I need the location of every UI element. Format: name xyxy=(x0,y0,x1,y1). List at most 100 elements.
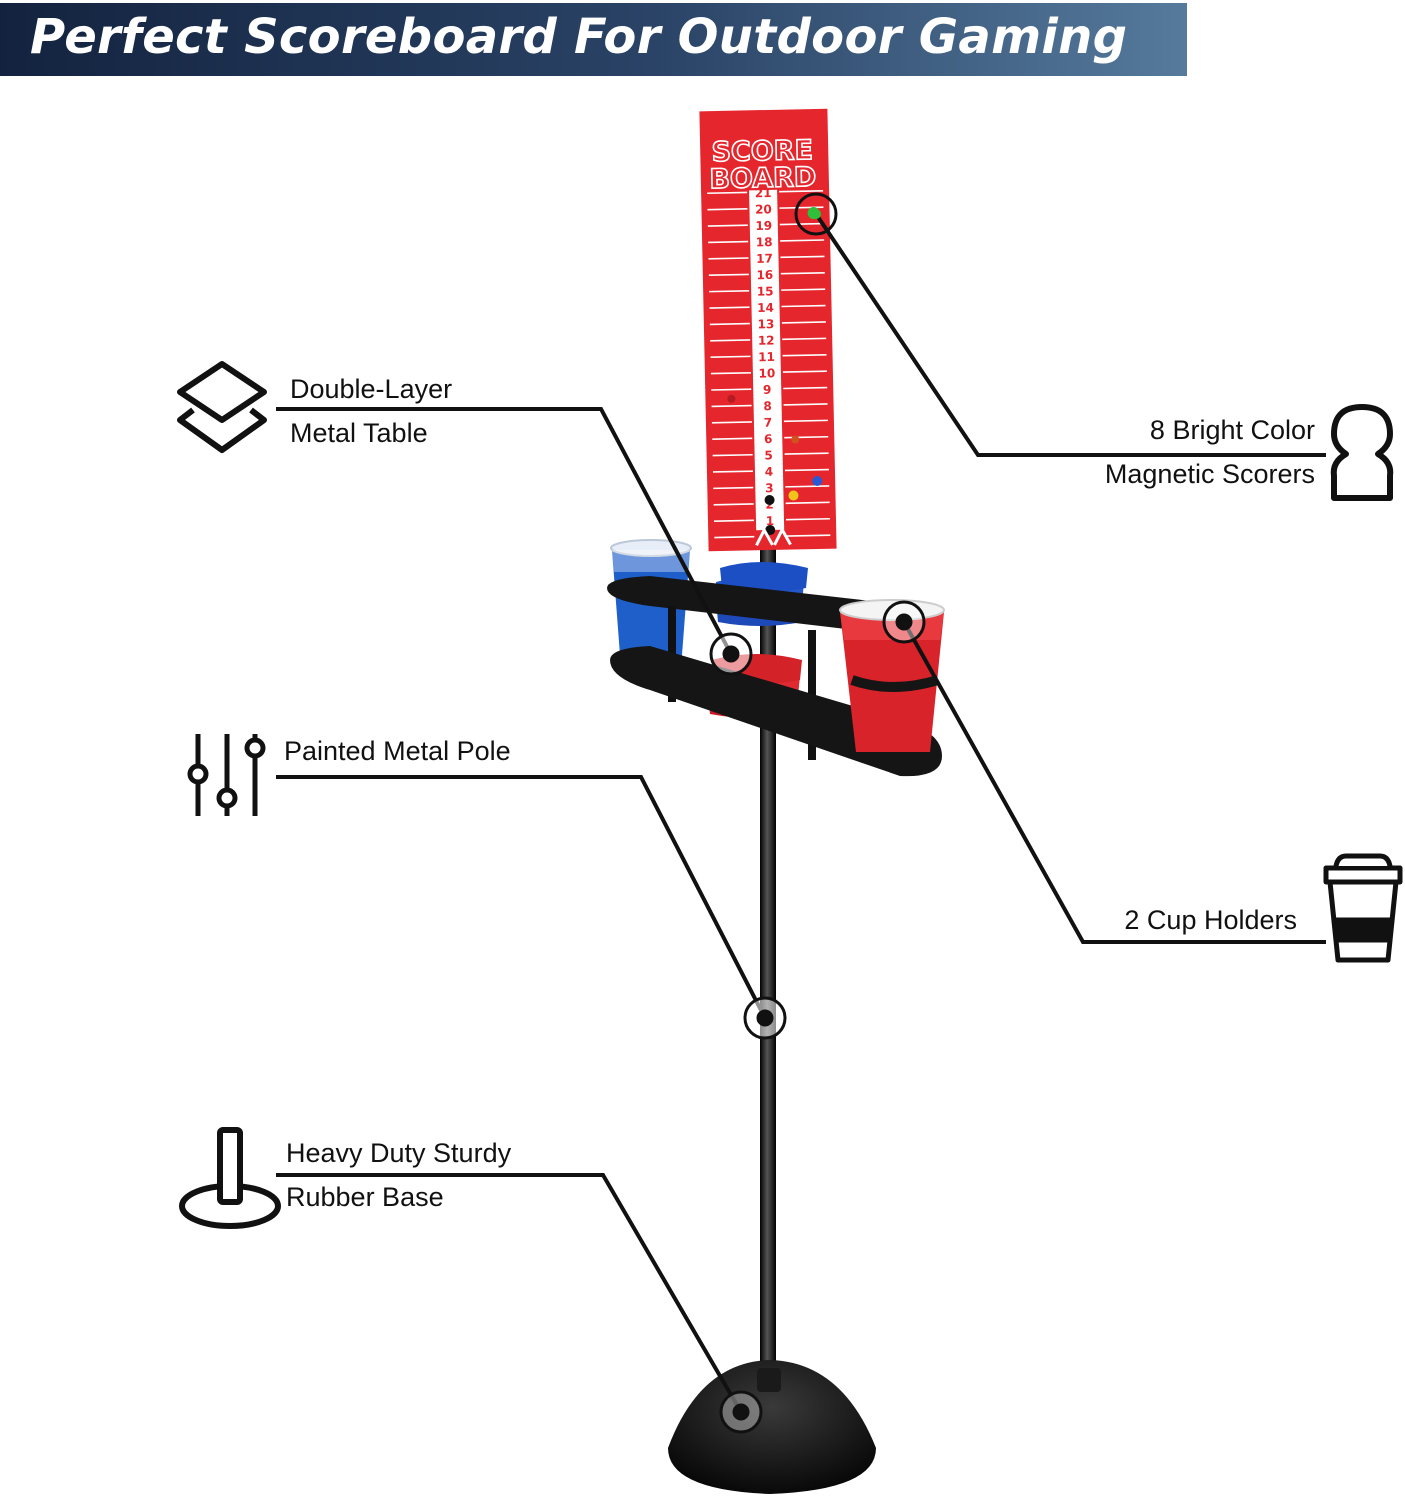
scoreboard-rung xyxy=(782,337,827,341)
scoreboard-number: 17 xyxy=(756,251,773,265)
scoreboard-rung xyxy=(710,371,751,375)
scoreboard-rung xyxy=(711,388,752,391)
callout-markers xyxy=(709,192,926,1434)
scoreboard-rung xyxy=(783,419,828,423)
callout-lines xyxy=(276,212,1326,1414)
scoreboard-number: 15 xyxy=(757,284,774,298)
scoreboard-number: 13 xyxy=(757,317,774,331)
scoreboard-rung xyxy=(711,404,752,408)
scoreboard-rung xyxy=(786,534,831,537)
scoreboard-number: 8 xyxy=(763,399,772,413)
feature-table-line1: Double-Layer xyxy=(290,374,453,404)
scoreboard-panel: 2120191817161514131211109876543210 SCORE… xyxy=(699,108,837,552)
scoreboard-title-board: BOARD xyxy=(709,162,817,195)
scoreboard-number: 16 xyxy=(756,268,773,282)
scoreboard-rung xyxy=(713,486,754,490)
scoreboard-rung xyxy=(779,222,824,226)
pawn-icon xyxy=(1330,404,1394,501)
feature-base-line2: Rubber Base xyxy=(286,1182,444,1212)
callout-line-table xyxy=(276,407,733,655)
scoreboard-title-score: SCORE xyxy=(711,135,813,168)
scoreboard-rung xyxy=(708,240,749,244)
scoreboard-number: 11 xyxy=(758,350,775,364)
scoreboard-number: 1 xyxy=(766,514,775,528)
scoreboard-rung xyxy=(785,517,830,521)
scoreboard-number: 14 xyxy=(757,301,774,315)
scoreboard-number: 10 xyxy=(758,366,775,380)
header-banner: Perfect Scoreboard For Outdoor Gaming xyxy=(0,3,1187,76)
scoreboard-rung xyxy=(784,435,829,439)
scoreboard-rung xyxy=(710,339,751,342)
scoreboard-number: 3 xyxy=(765,481,774,495)
feature-base-line1: Heavy Duty Sturdy xyxy=(286,1138,512,1168)
scoreboard-rung xyxy=(712,453,753,457)
scoreboard-number: 20 xyxy=(755,202,772,216)
feature-pole-line1: Painted Metal Pole xyxy=(284,736,511,766)
feature-cups-line1: 2 Cup Holders xyxy=(1124,905,1297,935)
base-icon xyxy=(179,1127,281,1229)
scoreboard-number: 4 xyxy=(765,465,774,479)
feature-table-line2: Metal Table xyxy=(290,418,428,448)
rubber-base xyxy=(668,1360,876,1494)
scoreboard-rung xyxy=(781,321,826,324)
feature-scorers-line2: Magnetic Scorers xyxy=(1104,459,1315,489)
scoreboard-rung xyxy=(781,304,826,308)
scoreboard-number: 12 xyxy=(758,333,775,347)
scoreboard-rung xyxy=(785,501,830,505)
scoreboard-rung xyxy=(785,485,830,488)
scoreboard-logo-icon xyxy=(755,526,792,546)
scoreboard-rung xyxy=(781,288,826,291)
page-title: Perfect Scoreboard For Outdoor Gaming xyxy=(30,9,1128,65)
callout-line-cups xyxy=(902,621,1326,944)
scoreboard-rung xyxy=(784,452,829,455)
layers-icon xyxy=(177,361,267,453)
scoreboard-number: 7 xyxy=(764,416,773,430)
sliders-icon xyxy=(187,734,266,816)
scoreboard-number: 0 xyxy=(766,530,775,544)
scoreboard-rung xyxy=(784,468,829,472)
scoreboard-rung xyxy=(713,503,754,506)
magnetic-scorer xyxy=(788,490,799,501)
scoreboard-rung xyxy=(779,206,824,209)
magnetic-scorer xyxy=(812,476,823,487)
scoreboard-number: 19 xyxy=(755,219,772,233)
scoreboard-rung xyxy=(713,519,754,522)
scoreboard-peg xyxy=(765,524,776,535)
scoreboard-number: 9 xyxy=(763,383,772,397)
callout-marker-scorers xyxy=(794,192,838,236)
scoreboard-rung xyxy=(711,421,752,424)
scoreboard-rung xyxy=(708,257,749,260)
metal-pole xyxy=(760,530,776,1400)
scoreboard-rung xyxy=(780,271,825,275)
scoreboard-number: 21 xyxy=(755,186,772,200)
scoreboard-rung xyxy=(783,386,828,390)
feature-scorers-line1: 8 Bright Color xyxy=(1149,415,1315,445)
scoreboard-rung xyxy=(707,224,748,227)
scoreboard-rung xyxy=(709,306,750,309)
scoreboard-rung xyxy=(707,208,748,211)
scoreboard-rung xyxy=(712,437,753,440)
scoreboard-number: 18 xyxy=(756,235,773,249)
cup-icon xyxy=(1323,853,1403,963)
scoreboard-rung xyxy=(782,353,827,357)
scoreboard-rung xyxy=(710,355,751,359)
scoreboard-rung xyxy=(779,190,824,193)
scoreboard-rung xyxy=(709,289,750,293)
callout-line-base xyxy=(276,1173,743,1414)
scoreboard-rung xyxy=(783,403,828,406)
scoreboard-rung xyxy=(782,370,827,373)
scoreboard-rung xyxy=(780,239,825,242)
magnetic-scorer xyxy=(727,394,736,403)
scoreboard-rung xyxy=(708,273,749,277)
scoreboard-number: 6 xyxy=(764,432,773,446)
scoreboard-rung xyxy=(712,470,753,473)
scoreboard-peg xyxy=(764,495,775,506)
callout-line-scorers xyxy=(814,212,1326,457)
scoreboard-number: 5 xyxy=(764,448,773,462)
magnetic-scorer xyxy=(791,435,800,444)
scoreboard-rung xyxy=(707,191,748,195)
scoreboard-rung xyxy=(709,322,750,326)
callout-line-pole xyxy=(276,775,767,1019)
scoreboard-rung xyxy=(714,535,755,539)
